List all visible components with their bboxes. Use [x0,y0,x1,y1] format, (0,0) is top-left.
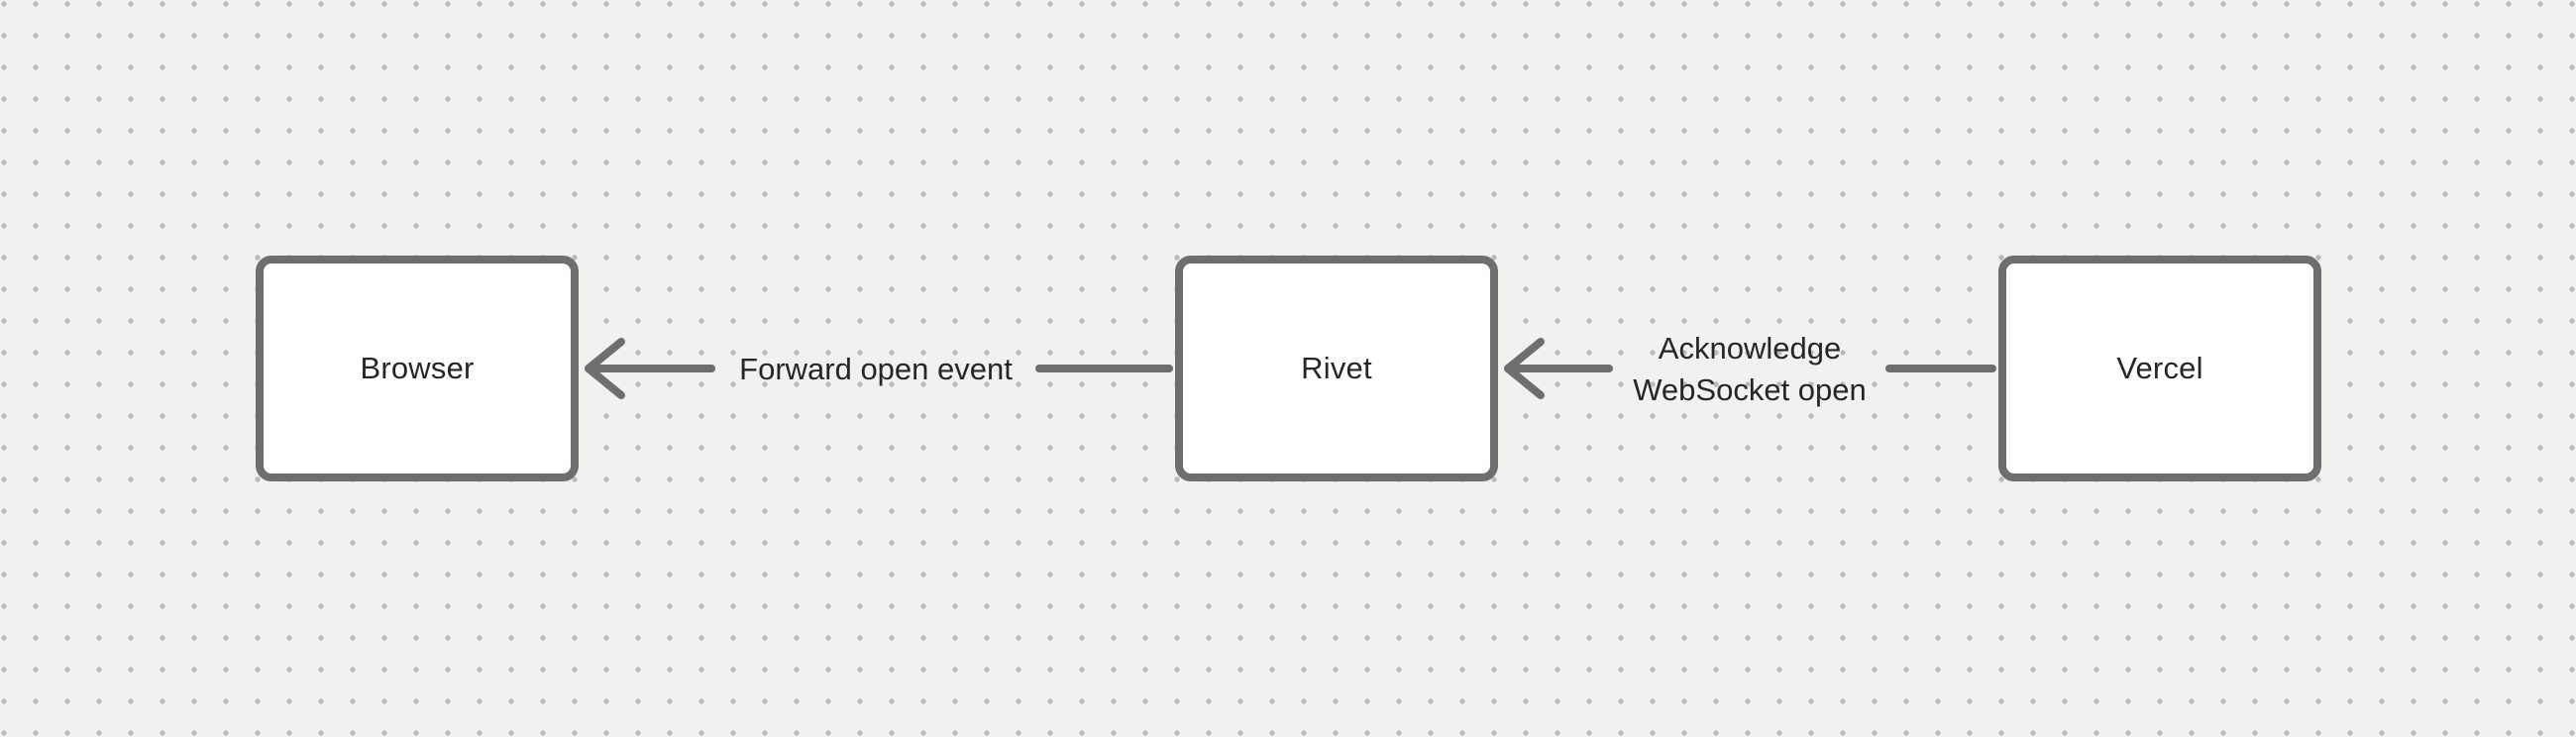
node-vercel-label: Vercel [2116,351,2203,385]
node-rivet[interactable]: Rivet [1175,256,1498,481]
node-browser[interactable]: Browser [256,256,579,481]
edge-label-acknowledge-websocket-open[interactable]: Acknowledge WebSocket open [1633,331,1867,407]
arrowhead-left-icon [585,338,625,399]
node-browser-label: Browser [360,351,475,385]
node-rivet-label: Rivet [1301,351,1372,385]
arrowhead-left-icon [1504,338,1545,399]
edge-label-forward-open-event[interactable]: Forward open event [739,352,1013,386]
node-vercel[interactable]: Vercel [1998,256,2321,481]
